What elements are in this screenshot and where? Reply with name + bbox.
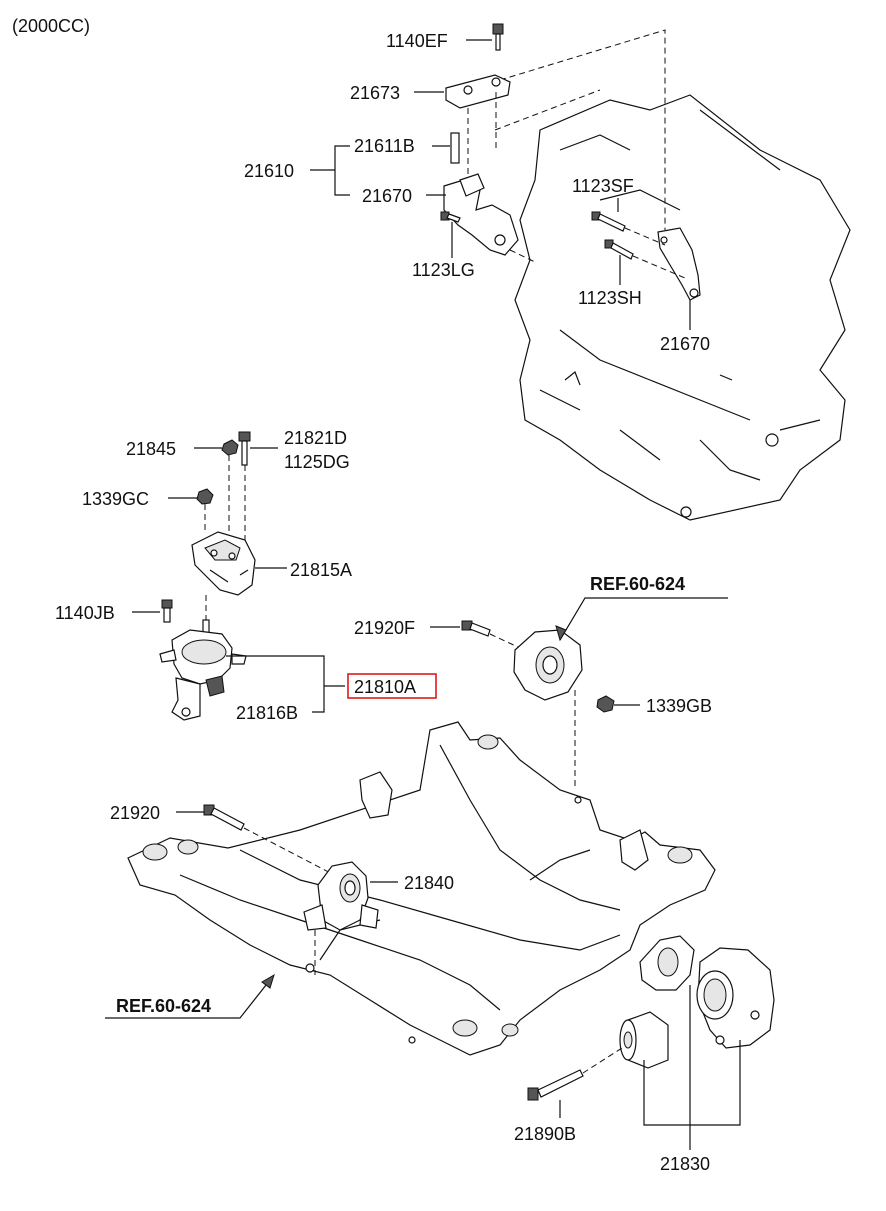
- engine-variant-label: (2000CC): [12, 16, 90, 36]
- label-leaders: [105, 39, 741, 1150]
- part-label-1339GC[interactable]: 1339GC: [82, 489, 149, 509]
- part-label-21670-right[interactable]: 21670: [660, 334, 710, 354]
- part-label-21815A[interactable]: 21815A: [290, 560, 352, 580]
- bolt-21890B-drawing: [527, 1069, 584, 1101]
- part-label-21610[interactable]: 21610: [244, 161, 294, 181]
- bracket-21830-left-drawing: [639, 935, 695, 991]
- part-label-21673[interactable]: 21673: [350, 83, 400, 103]
- mount-21810A-drawing: [159, 619, 247, 721]
- ref-link-lower[interactable]: REF.60-624: [116, 996, 211, 1016]
- bolt-21920-drawing: [203, 804, 245, 831]
- part-label-21810A[interactable]: 21810A: [354, 677, 416, 697]
- bushing-21830-drawing: [619, 1011, 669, 1069]
- leader-1123-to-bracket: [624, 227, 686, 279]
- ref-link-upper[interactable]: REF.60-624: [590, 574, 685, 594]
- bolt-1123LG-drawing: [440, 211, 461, 223]
- bolt-21920F-drawing: [461, 620, 491, 637]
- part-label-21670-upper[interactable]: 21670: [362, 186, 412, 206]
- part-label-21840[interactable]: 21840: [404, 873, 454, 893]
- bracket-21830-right-drawing: [696, 947, 775, 1049]
- upper-bracket-21670-drawing: [443, 74, 536, 263]
- nut-1339GC-drawing: [196, 488, 214, 505]
- subframe-drawing: [127, 721, 716, 1056]
- part-label-21821D[interactable]: 21821D: [284, 428, 347, 448]
- bolt-1123SH-drawing: [604, 239, 634, 260]
- part-label-21830[interactable]: 21830: [660, 1154, 710, 1174]
- leader-nuts-to-bracket: [204, 455, 246, 545]
- bolt-1140EF-drawing: [492, 23, 504, 51]
- part-label-1140EF[interactable]: 1140EF: [386, 31, 448, 51]
- bracket-21815A-drawing: [191, 531, 256, 596]
- bolt-1140JB-drawing: [161, 599, 173, 623]
- ref-arrow-lower: [261, 973, 275, 989]
- right-bracket-21670-drawing: [657, 227, 701, 301]
- part-label-21845[interactable]: 21845: [126, 439, 176, 459]
- part-label-21816B[interactable]: 21816B: [236, 703, 298, 723]
- bolt-21821D-drawing: [238, 431, 251, 466]
- part-label-1123SH[interactable]: 1123SH: [578, 288, 642, 308]
- leader-21920-to-mount: [243, 827, 341, 879]
- nut-1339GB-drawing: [596, 695, 615, 713]
- leader-21920F-to-mount: [489, 633, 521, 649]
- leader-21890B-to-bushing: [582, 1047, 623, 1074]
- part-label-1140JB[interactable]: 1140JB: [55, 603, 115, 623]
- part-label-1339GB[interactable]: 1339GB: [646, 696, 712, 716]
- part-label-1123SF[interactable]: 1123SF: [572, 176, 634, 196]
- part-label-21611B[interactable]: 21611B: [354, 136, 415, 156]
- bolt-1123SF-drawing: [591, 211, 626, 232]
- part-label-21920F[interactable]: 21920F: [354, 618, 415, 638]
- part-label-1125DG[interactable]: 1125DG: [284, 452, 350, 472]
- part-label-21920[interactable]: 21920: [110, 803, 160, 823]
- leader-1140EF-to-engine: [499, 29, 666, 230]
- part-label-21890B[interactable]: 21890B: [514, 1124, 576, 1144]
- leader-21673-to-engine: [494, 89, 601, 131]
- ref-arrow-upper: [555, 625, 567, 642]
- nut-21845-drawing: [221, 439, 239, 456]
- highlight-box-21810A: [347, 673, 437, 699]
- mount-ref-60-624-drawing: [513, 629, 583, 701]
- part-label-1123LG[interactable]: 1123LG: [412, 260, 475, 280]
- mount-21840-drawing: [303, 861, 379, 931]
- engine-block-drawing: [514, 94, 851, 521]
